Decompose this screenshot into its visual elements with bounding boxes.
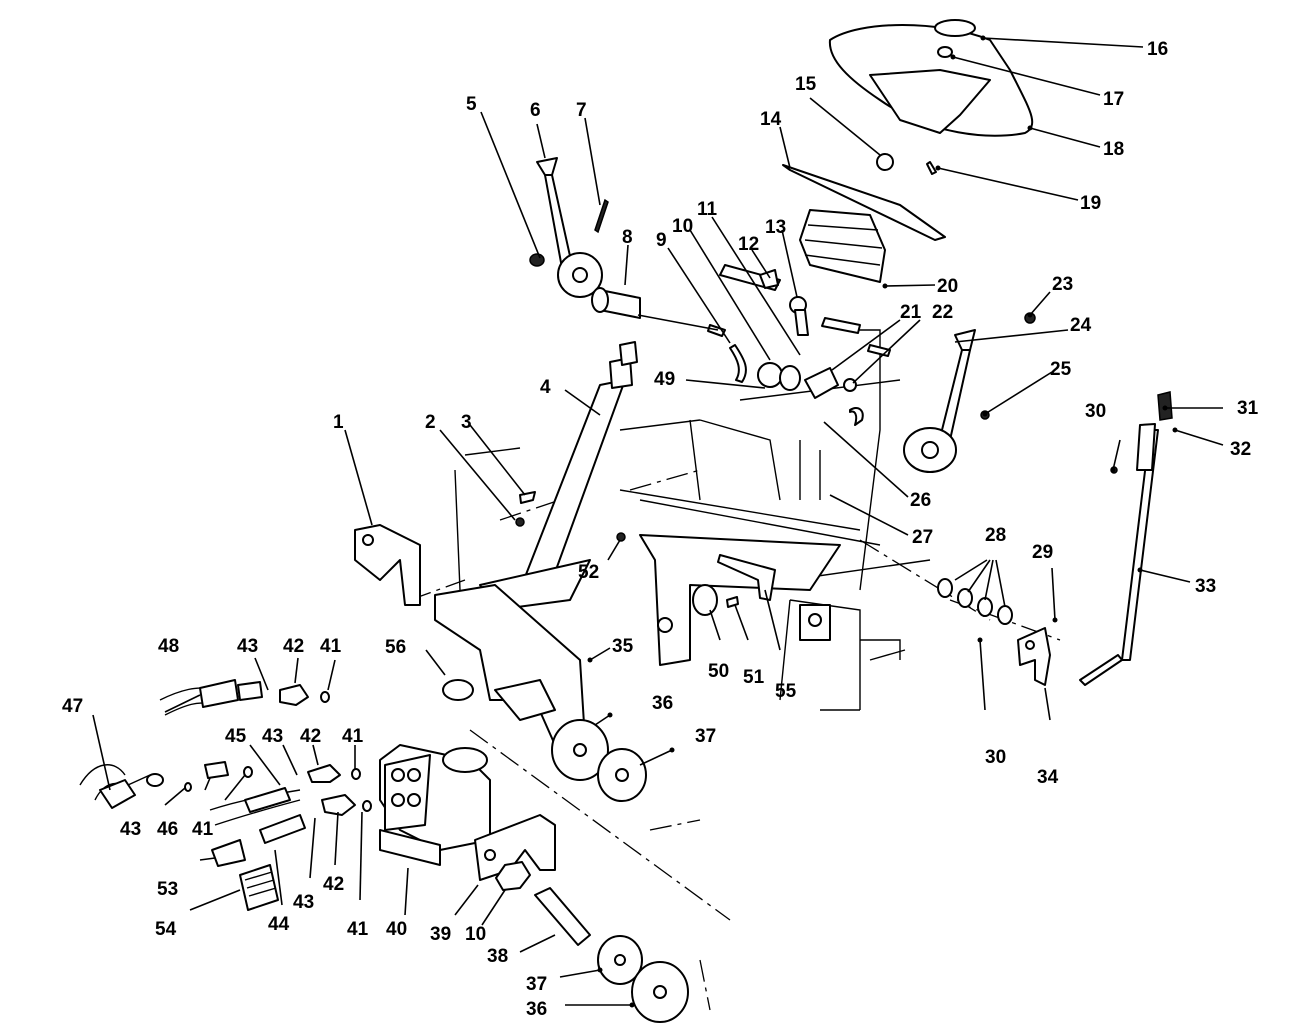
- callout-54: 54: [155, 919, 177, 940]
- callout-43-c: 43: [120, 819, 141, 840]
- callout-32: 32: [1230, 439, 1251, 460]
- left-bracket: [354, 491, 536, 606]
- steering-column: [479, 287, 641, 611]
- callout-24: 24: [1070, 315, 1092, 336]
- spindle-bracket: [474, 814, 591, 946]
- callout-41-d: 41: [347, 919, 369, 940]
- callout-45: 45: [225, 726, 247, 747]
- callout-46: 46: [157, 819, 178, 840]
- callout-5: 5: [466, 94, 477, 115]
- callout-22: 22: [932, 302, 953, 323]
- callout-48: 48: [158, 636, 179, 657]
- callout-6: 6: [530, 100, 541, 121]
- callout-12: 12: [738, 234, 759, 255]
- callout-18: 18: [1103, 139, 1124, 160]
- callout-37-top: 37: [695, 726, 716, 747]
- callout-41-a: 41: [320, 636, 342, 657]
- callout-23: 23: [1052, 274, 1073, 295]
- callout-26: 26: [910, 490, 931, 511]
- callout-39: 39: [430, 924, 451, 945]
- callout-8: 8: [622, 227, 633, 248]
- callout-16: 16: [1147, 39, 1168, 60]
- column-bearings: [707, 264, 891, 399]
- callout-49: 49: [654, 369, 675, 390]
- callout-10-bottom: 10: [465, 924, 486, 945]
- callout-27: 27: [912, 527, 933, 548]
- callout-52: 52: [578, 562, 599, 583]
- control-rod: [1017, 391, 1173, 686]
- callout-55: 55: [775, 681, 797, 702]
- callout-42-c: 42: [323, 874, 344, 895]
- callout-30-top: 30: [1085, 401, 1106, 422]
- callout-10-top: 10: [672, 216, 693, 237]
- callout-29: 29: [1032, 542, 1053, 563]
- callout-51: 51: [743, 667, 765, 688]
- callout-38: 38: [487, 946, 508, 967]
- callout-37-bottom: 37: [526, 974, 547, 995]
- hydraulic-hoses: [79, 679, 372, 911]
- callout-4: 4: [540, 377, 551, 398]
- dust-shield: [782, 153, 946, 241]
- callout-36-bottom: 36: [526, 999, 547, 1020]
- callout-43-a: 43: [237, 636, 258, 657]
- callout-43-d: 43: [293, 892, 314, 913]
- callout-19: 19: [1080, 193, 1101, 214]
- callout-47: 47: [62, 696, 83, 717]
- callout-40: 40: [386, 919, 407, 940]
- washers: [551, 578, 1013, 1023]
- callout-20: 20: [937, 276, 958, 297]
- callout-13: 13: [765, 217, 786, 238]
- callout-41-b: 41: [342, 726, 364, 747]
- callout-11: 11: [697, 199, 718, 220]
- steering-wheel: [828, 19, 1034, 137]
- callout-44: 44: [268, 914, 290, 935]
- callout-leaders: [92, 37, 1224, 1006]
- steering-valve: [379, 584, 586, 866]
- lower-bracket: [616, 532, 841, 666]
- callout-labels: 16 17 18 19 20 15 14 5 6 7 8 9 10 11 12 …: [62, 39, 1259, 1020]
- left-lever-assembly: [529, 157, 609, 298]
- chassis-frame: [409, 329, 1061, 1011]
- callout-56: 56: [385, 637, 406, 658]
- callout-25: 25: [1050, 359, 1072, 380]
- callout-28: 28: [985, 525, 1006, 546]
- callout-14: 14: [760, 109, 782, 130]
- callout-15: 15: [795, 74, 817, 95]
- callout-30-bottom: 30: [985, 747, 1006, 768]
- callout-50: 50: [708, 661, 729, 682]
- callout-31: 31: [1237, 398, 1259, 419]
- callout-9: 9: [656, 230, 667, 251]
- callout-17: 17: [1103, 89, 1124, 110]
- callout-53: 53: [157, 879, 178, 900]
- callout-41-c: 41: [192, 819, 214, 840]
- callout-dots: [587, 35, 1178, 1008]
- callout-43-b: 43: [262, 726, 283, 747]
- callout-35: 35: [612, 636, 634, 657]
- callout-3: 3: [461, 412, 472, 433]
- callout-42-a: 42: [283, 636, 304, 657]
- callout-34: 34: [1037, 767, 1059, 788]
- callout-2: 2: [425, 412, 436, 433]
- callout-42-b: 42: [300, 726, 321, 747]
- callout-7: 7: [576, 100, 587, 121]
- callout-21: 21: [900, 302, 922, 323]
- callout-36-top: 36: [652, 693, 673, 714]
- callout-1: 1: [333, 412, 344, 433]
- boot-bellows: [799, 209, 886, 283]
- callout-33: 33: [1195, 576, 1216, 597]
